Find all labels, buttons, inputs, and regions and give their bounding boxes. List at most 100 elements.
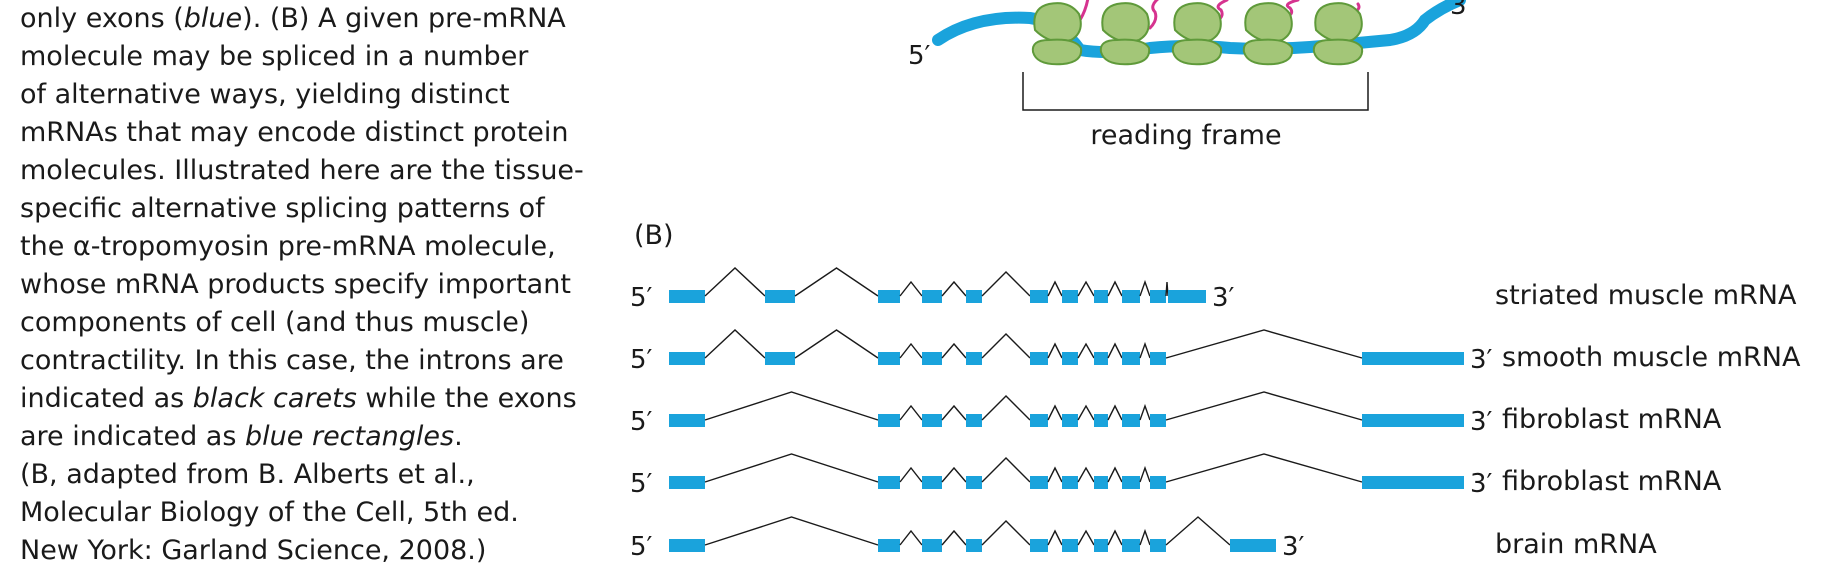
exon-block	[1150, 414, 1166, 427]
caption-text: only exons (	[20, 3, 184, 34]
caption-line: whose mRNA products specify important	[20, 266, 580, 304]
ribosome-large-subunit	[1033, 2, 1082, 43]
splicing-row: 5′ 3′ fibroblast mRNA	[630, 391, 1722, 437]
intron-caret	[1077, 342, 1095, 359]
three-prime-label: 3′	[1212, 283, 1235, 313]
exon-block	[966, 352, 982, 365]
five-prime-label: 5′	[630, 532, 653, 562]
exon-block	[922, 539, 942, 552]
caption-italic-text: black carets	[192, 383, 357, 414]
intron-caret	[981, 271, 1031, 297]
intron-caret	[899, 529, 923, 546]
ribosome-small-subunit	[1099, 38, 1151, 66]
exon-block	[765, 290, 795, 303]
exon-block	[922, 476, 942, 489]
panel-b-label: (B)	[634, 220, 674, 251]
exon-block	[1094, 476, 1108, 489]
caption-line: molecules. Illustrated here are the tiss…	[20, 152, 584, 190]
caption-line: mRNAs that may encode distinct protein	[20, 114, 580, 152]
three-prime-label: 3′	[1282, 532, 1305, 562]
exon-block	[878, 290, 900, 303]
intron-caret	[1047, 280, 1063, 297]
caption-text: contractility. In this case, the introns…	[20, 345, 564, 376]
caption-line: specific alternative splicing patterns o…	[20, 190, 580, 228]
exon-block	[1094, 352, 1108, 365]
intron-caret	[1077, 404, 1095, 421]
intron-caret	[1077, 280, 1095, 297]
caption-italic-text: blue rectangles	[245, 421, 455, 452]
caption-line: the α-tropomyosin pre-mRNA molecule,	[20, 228, 580, 266]
intron-caret	[1047, 342, 1063, 359]
intron-caret	[941, 280, 967, 297]
three-prime-label-a: 3′	[1450, 0, 1473, 21]
exon-block	[1362, 352, 1464, 365]
exon-block	[1150, 539, 1166, 552]
intron-caret	[794, 329, 879, 359]
splicing-row: 5′3′brain mRNA	[630, 516, 1657, 562]
splicing-row: 5′ 3′ smooth muscle mRNA	[630, 329, 1801, 375]
three-prime-label: 3′	[1470, 345, 1493, 375]
exon-block	[669, 352, 705, 365]
intron-caret	[981, 520, 1031, 546]
exon-block	[878, 414, 900, 427]
five-prime-label: 5′	[630, 407, 653, 437]
intron-caret	[981, 457, 1031, 483]
caption-text: while the exons	[356, 383, 577, 414]
exon-block	[1062, 352, 1078, 365]
ribosome-small-subunit	[1242, 38, 1294, 66]
intron-caret	[941, 529, 967, 546]
ribosome-large-subunit	[1101, 2, 1150, 43]
exon-block	[1122, 352, 1140, 365]
exon-block	[966, 476, 982, 489]
caption-text: mRNAs that may encode distinct protein	[20, 117, 569, 148]
five-prime-label-a: 5′	[908, 41, 931, 71]
intron-caret	[1107, 529, 1123, 546]
intron-caret	[899, 404, 923, 421]
exon-block	[878, 352, 900, 365]
intron-caret	[1165, 516, 1231, 546]
five-prime-label: 5′	[630, 345, 653, 375]
intron-caret	[704, 329, 766, 359]
intron-caret	[981, 395, 1031, 421]
exon-block	[1062, 476, 1078, 489]
exon-block	[966, 539, 982, 552]
mrna-type-label: fibroblast mRNA	[1502, 466, 1722, 497]
intron-caret	[1077, 466, 1095, 483]
mrna-type-label: fibroblast mRNA	[1502, 404, 1722, 435]
ribosome	[1242, 2, 1294, 66]
exon-block	[922, 290, 942, 303]
exon-block	[1122, 414, 1140, 427]
five-prime-label: 5′	[630, 469, 653, 499]
peptide-chain	[1078, 0, 1090, 22]
mrna-type-label: smooth muscle mRNA	[1502, 342, 1801, 373]
caption-text: indicated as	[20, 383, 193, 414]
intron-caret	[1047, 404, 1063, 421]
caption-text: specific alternative splicing patterns o…	[20, 193, 545, 224]
intron-caret	[899, 466, 923, 483]
intron-caret	[941, 466, 967, 483]
caption-text: whose mRNA products specify important	[20, 269, 571, 300]
caption-line: of alternative ways, yielding distinct	[20, 76, 580, 114]
intron-caret	[704, 453, 879, 483]
three-prime-label: 3′	[1470, 407, 1493, 437]
exon-block	[1062, 290, 1078, 303]
ribosome-large-subunit	[1173, 2, 1222, 43]
caption-line: components of cell (and thus muscle)	[20, 304, 580, 342]
caption-line: are indicated as blue rectangles.	[20, 418, 580, 456]
exon-block	[1030, 352, 1048, 365]
intron-caret	[704, 267, 766, 297]
exon-block	[966, 414, 982, 427]
caption-text: molecule may be spliced in a number	[20, 41, 529, 72]
ribosome	[1031, 2, 1083, 66]
intron-caret	[1165, 391, 1363, 421]
exon-block	[1062, 414, 1078, 427]
exon-block	[922, 414, 942, 427]
exon-block	[1150, 476, 1166, 489]
ribosome-small-subunit	[1312, 38, 1364, 66]
exon-block	[1062, 539, 1078, 552]
caption-text: the α-tropomyosin pre-mRNA molecule,	[20, 231, 556, 262]
exon-block	[1122, 476, 1140, 489]
caption-italic-text: blue	[183, 3, 243, 34]
caption-line: contractility. In this case, the introns…	[20, 342, 580, 380]
